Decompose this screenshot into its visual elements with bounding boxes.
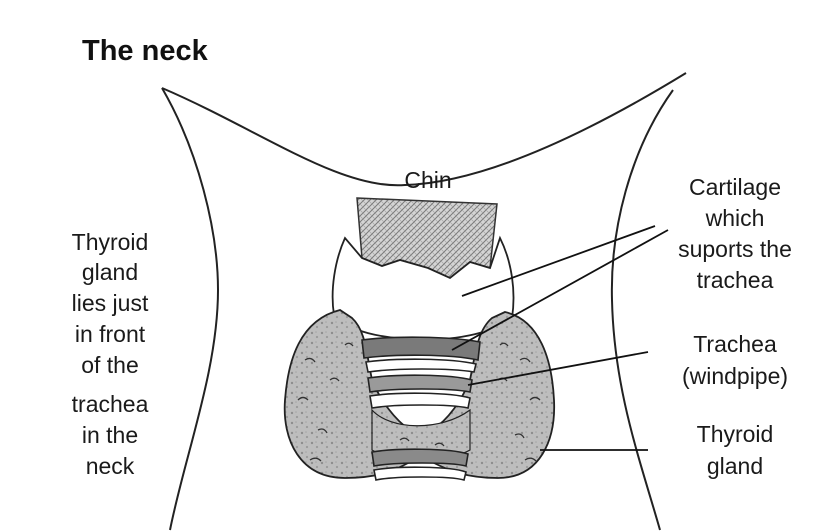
thyroid-label-line: Thyroid: [697, 421, 774, 447]
side-note-label: Thyroid gland lies just in front of the …: [72, 229, 149, 479]
cartilage-label-line: trachea: [697, 267, 774, 293]
cartilage-label-line: which: [705, 205, 765, 231]
trachea-label: Trachea (windpipe): [682, 331, 788, 389]
side-note-line: gland: [82, 259, 138, 285]
cartilage-label-line: Cartilage: [689, 174, 781, 200]
side-note-line: of the: [81, 352, 139, 378]
trachea-label-line: (windpipe): [682, 363, 788, 389]
side-note-line: lies just: [72, 290, 149, 316]
thyroid-label-line: gland: [707, 453, 763, 479]
diagram-title: The neck: [82, 35, 209, 67]
cartilage-label: Cartilage which suports the trachea: [678, 174, 792, 293]
thyroid-label: Thyroid gland: [697, 421, 774, 479]
chin-label: Chin: [404, 167, 451, 193]
side-note-line: in the: [82, 422, 138, 448]
trachea-label-line: Trachea: [693, 331, 777, 357]
side-note-line: in front: [75, 321, 146, 347]
side-note-line: trachea: [72, 391, 149, 417]
side-note-line: neck: [86, 453, 135, 479]
side-note-line: Thyroid: [72, 229, 149, 255]
cartilage-label-line: suports the: [678, 236, 792, 262]
